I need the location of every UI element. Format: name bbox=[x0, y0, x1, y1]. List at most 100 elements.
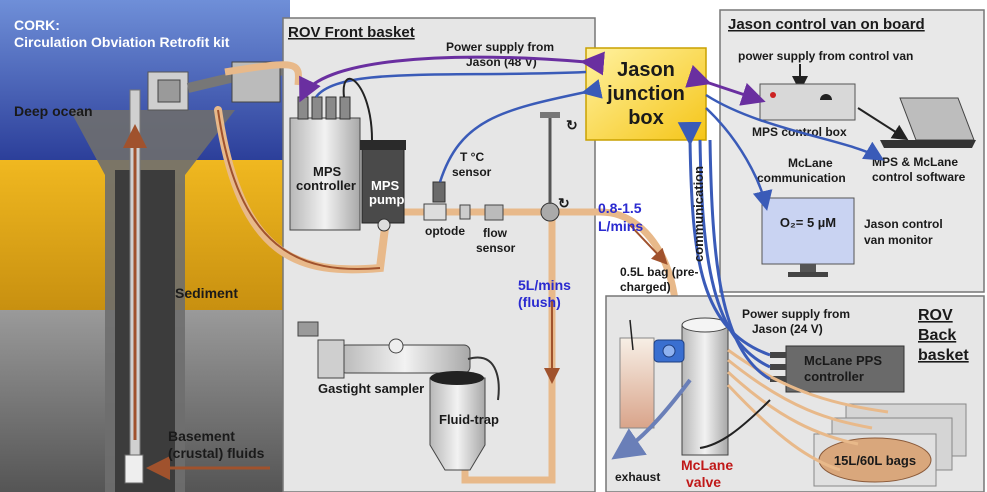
mps-control-box bbox=[759, 83, 856, 121]
mps-pump-cap bbox=[360, 140, 406, 150]
cork-title-line2: Circulation Obviation Retrofit kit bbox=[14, 34, 230, 50]
optode bbox=[423, 203, 447, 221]
bag-line2: charged) bbox=[620, 280, 671, 294]
back-basket-title-line2: Back bbox=[918, 327, 956, 344]
power-cable-24v-b bbox=[708, 139, 771, 381]
mps-pump-line2: pump bbox=[369, 192, 404, 207]
cork-title-line1: CORK: bbox=[14, 17, 60, 33]
power-cable-24v bbox=[698, 139, 771, 369]
small-bag-pointer bbox=[629, 319, 634, 351]
valve-line2: valve bbox=[686, 474, 721, 490]
deep-ocean-label: Deep ocean bbox=[14, 103, 93, 119]
back-basket-title-line3: basket bbox=[918, 347, 969, 364]
pps-controller bbox=[785, 345, 905, 393]
power-cable-van bbox=[685, 64, 766, 106]
front-basket-title: ROV Front basket bbox=[288, 24, 415, 41]
sediment-label: Sediment bbox=[175, 285, 238, 301]
gastight-valve bbox=[388, 338, 404, 354]
control-van-title: Jason control van on board bbox=[728, 16, 925, 33]
junction-line3: box bbox=[628, 107, 664, 129]
valve-rotate-icon-bottom: ↻ bbox=[558, 195, 570, 211]
mps-controller-line1: MPS bbox=[313, 164, 342, 179]
back-power-line1: Power supply from bbox=[742, 307, 850, 321]
exhaust-arrow bbox=[611, 378, 692, 460]
bag-line-b bbox=[727, 358, 873, 430]
van-monitor bbox=[761, 197, 855, 265]
exhaust-label: exhaust bbox=[615, 470, 660, 484]
gastight-handle bbox=[297, 321, 319, 337]
temp-sensor-line1: T °C bbox=[460, 150, 484, 164]
bags-label: 15L/60L bags bbox=[834, 453, 916, 468]
gastight-sampler bbox=[339, 344, 471, 374]
mclane-comm-line1: McLane bbox=[788, 156, 833, 170]
bag-line1: 0.5L bag (pre- bbox=[620, 265, 698, 279]
mps-connector-2 bbox=[311, 96, 323, 120]
comm-cable-optode bbox=[438, 79, 603, 183]
pps-line2: controller bbox=[804, 369, 864, 384]
optode-label: optode bbox=[425, 224, 465, 238]
mclane-comm-line2: communication bbox=[757, 171, 846, 185]
monitor-label-line2: van monitor bbox=[864, 233, 933, 247]
gastight-head bbox=[317, 339, 345, 379]
valve-line1: McLane bbox=[681, 457, 733, 473]
gastight-tube bbox=[467, 356, 500, 401]
van-monitor-foot bbox=[788, 272, 828, 277]
borehole bbox=[115, 170, 175, 492]
temp-sensor-line2: sensor bbox=[452, 165, 492, 179]
van-monitor-stand bbox=[800, 264, 816, 272]
mps-pump-port bbox=[377, 218, 391, 232]
mps-control-led bbox=[770, 92, 776, 98]
cork-valve bbox=[157, 79, 181, 103]
power-cable-48v bbox=[299, 51, 605, 103]
software-line1: MPS & McLane bbox=[872, 155, 958, 169]
back-power-line2: Jason (24 V) bbox=[752, 322, 823, 336]
flow-sensor-line1: flow bbox=[483, 226, 508, 240]
mps-control-knob bbox=[820, 94, 832, 100]
box-to-laptop-arrow bbox=[857, 107, 909, 141]
three-way-valve bbox=[540, 202, 560, 222]
mps-connector-4 bbox=[339, 96, 351, 120]
back-basket-title-line1: ROV bbox=[918, 307, 953, 324]
comm-cable-mps bbox=[315, 70, 587, 98]
gastight-label: Gastight sampler bbox=[318, 381, 424, 396]
pps-connector-2 bbox=[770, 364, 786, 370]
pps-line1: McLane PPS bbox=[804, 353, 882, 368]
flow-arrow-back bbox=[629, 224, 668, 265]
temp-sensor-tee bbox=[459, 204, 471, 220]
comm-cable-monitor bbox=[705, 107, 773, 211]
fluid-line-top bbox=[224, 61, 302, 86]
fluid-line-core bbox=[217, 109, 381, 271]
flow-rate-line1: 0.8-1.5 bbox=[598, 200, 642, 216]
laptop-base bbox=[880, 140, 976, 148]
bag-line-c bbox=[726, 370, 859, 446]
basement-label-line1: Basement bbox=[168, 428, 235, 444]
flush-rate-line1: 5L/mins bbox=[518, 277, 571, 293]
flush-rate-line2: (flush) bbox=[518, 294, 561, 310]
fluid-trap-top bbox=[430, 371, 484, 385]
valve-control-cable bbox=[699, 399, 771, 449]
comm-cable-pps bbox=[677, 121, 771, 357]
valve-handle-top bbox=[540, 112, 560, 118]
mps-pump-line1: MPS bbox=[371, 178, 400, 193]
basement-label-line2: (crustal) fluids bbox=[168, 445, 265, 461]
valve-rotate-icon-top: ↻ bbox=[566, 117, 578, 133]
van-power-label: power supply from control van bbox=[738, 49, 913, 63]
small-bag bbox=[619, 337, 655, 429]
communication-label: communication bbox=[691, 166, 706, 262]
cork-screen bbox=[124, 454, 144, 484]
flow-sensor bbox=[484, 204, 504, 221]
mclane-valve bbox=[681, 324, 729, 456]
bag-line-a bbox=[727, 348, 889, 414]
mps-connector-1 bbox=[297, 96, 309, 120]
junction-line2: junction bbox=[606, 83, 685, 105]
bag-line-d bbox=[726, 383, 841, 472]
flow-sensor-line2: sensor bbox=[476, 241, 516, 255]
flow-rate-line2: L/mins bbox=[598, 218, 643, 234]
junction-line1: Jason bbox=[617, 59, 675, 81]
fluid-line-to-back bbox=[391, 208, 684, 334]
monitor-label-line1: Jason control bbox=[864, 217, 943, 231]
monitor-reading: O₂= 5 µM bbox=[780, 215, 836, 230]
comm-cable-software bbox=[705, 93, 885, 161]
